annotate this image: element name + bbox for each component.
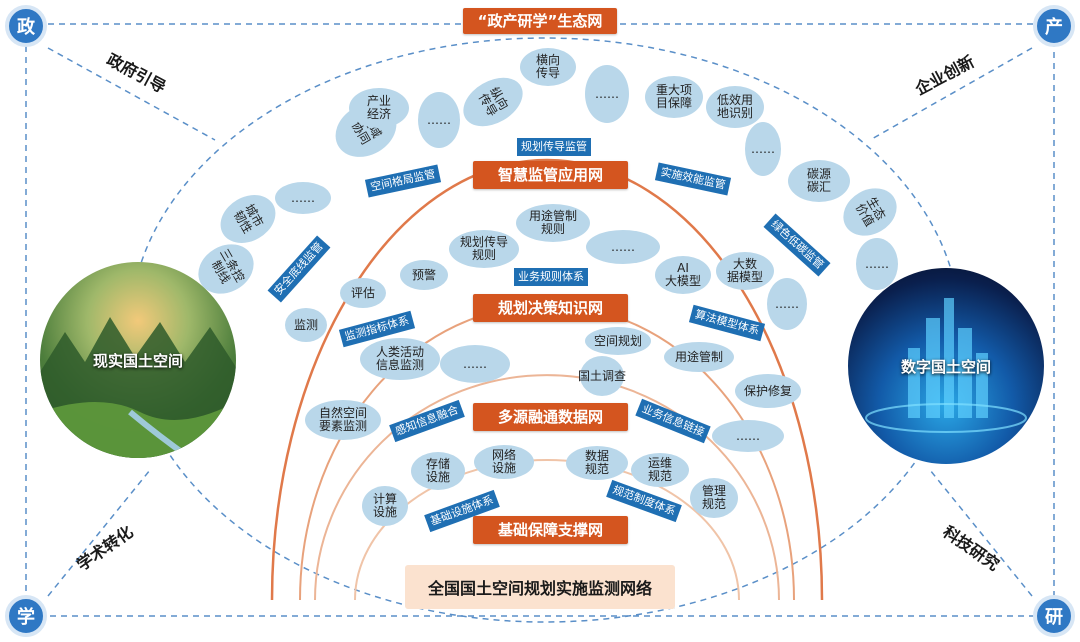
page-title: “政产研学”生态网	[463, 8, 617, 34]
node-network-facility: 网络 设施	[474, 445, 534, 479]
node-transmission-rules: 规划传导 规则	[449, 230, 519, 268]
node-data-standard: 数据 规范	[566, 446, 628, 480]
arc-layer3	[314, 374, 780, 601]
node-more-7: ……	[767, 278, 807, 330]
digital-space-label: 数字国土空间	[900, 357, 991, 376]
node-big-data-model: 大数 据模型	[716, 252, 774, 290]
node-more-6: ……	[586, 230, 660, 264]
layer-data-fusion: 多源融通数据网	[473, 403, 628, 431]
layer-infrastructure: 基础保障支撑网	[473, 516, 628, 544]
real-space-label: 现实国土空间	[92, 351, 183, 370]
box-planning-transmission: 规划传导监管	[517, 138, 591, 156]
node-protection-restoration: 保护修复	[735, 374, 801, 408]
node-more-9: ……	[712, 420, 784, 452]
node-storage-facility: 存储 设施	[411, 452, 465, 490]
node-evaluate: 评估	[340, 278, 386, 308]
node-mgmt-standard: 管理 规范	[690, 478, 738, 518]
node-more-2: ……	[585, 65, 629, 123]
node-space-planning: 空间规划	[585, 327, 651, 355]
node-use-control: 用途管制	[664, 342, 734, 372]
digital-space-image: 数字国土空间	[848, 268, 1044, 464]
node-monitor: 监测	[285, 308, 327, 342]
node-horizontal-transmission: 横向 传导	[520, 48, 576, 86]
outer-frame	[25, 23, 1055, 617]
layer-planning-knowledge: 规划决策知识网	[473, 294, 628, 322]
node-ai-model: AI 大模型	[655, 256, 711, 294]
arc-layer4	[354, 459, 740, 601]
node-warning: 预警	[400, 260, 448, 290]
node-more-1: ……	[418, 92, 460, 148]
real-space-image: 现实国土空间	[40, 262, 236, 458]
node-computing-facility: 计算 设施	[362, 486, 408, 526]
node-more-8: ……	[440, 345, 510, 383]
node-carbon: 碳源 碳汇	[788, 160, 850, 202]
box-business-rules: 业务规则体系	[514, 268, 588, 286]
node-human-activity: 人类活动 信息监测	[360, 338, 440, 380]
node-natural-space: 自然空间 要素监测	[305, 400, 381, 440]
node-ops-standard: 运维 规范	[631, 453, 689, 487]
node-use-control-rules: 用途管制 规则	[516, 204, 590, 242]
node-major-project: 重大项 目保障	[645, 76, 703, 118]
corner-industry-icon: 产	[1033, 5, 1075, 47]
node-more-5: ……	[856, 238, 898, 290]
node-industry-economy: 产业 经济	[349, 88, 409, 128]
node-more-3: ……	[745, 122, 781, 176]
base-network-label: 全国国土空间规划实施监测网络	[405, 565, 675, 609]
layer-smart-supervision: 智慧监管应用网	[473, 161, 628, 189]
node-inefficient-land: 低效用 地识别	[706, 86, 764, 128]
node-land-survey: 国土调查	[578, 356, 626, 396]
corner-academia-icon: 学	[5, 595, 47, 637]
corner-research-icon: 研	[1033, 595, 1075, 637]
node-more-4: ……	[275, 182, 331, 214]
corner-gov-icon: 政	[5, 5, 47, 47]
